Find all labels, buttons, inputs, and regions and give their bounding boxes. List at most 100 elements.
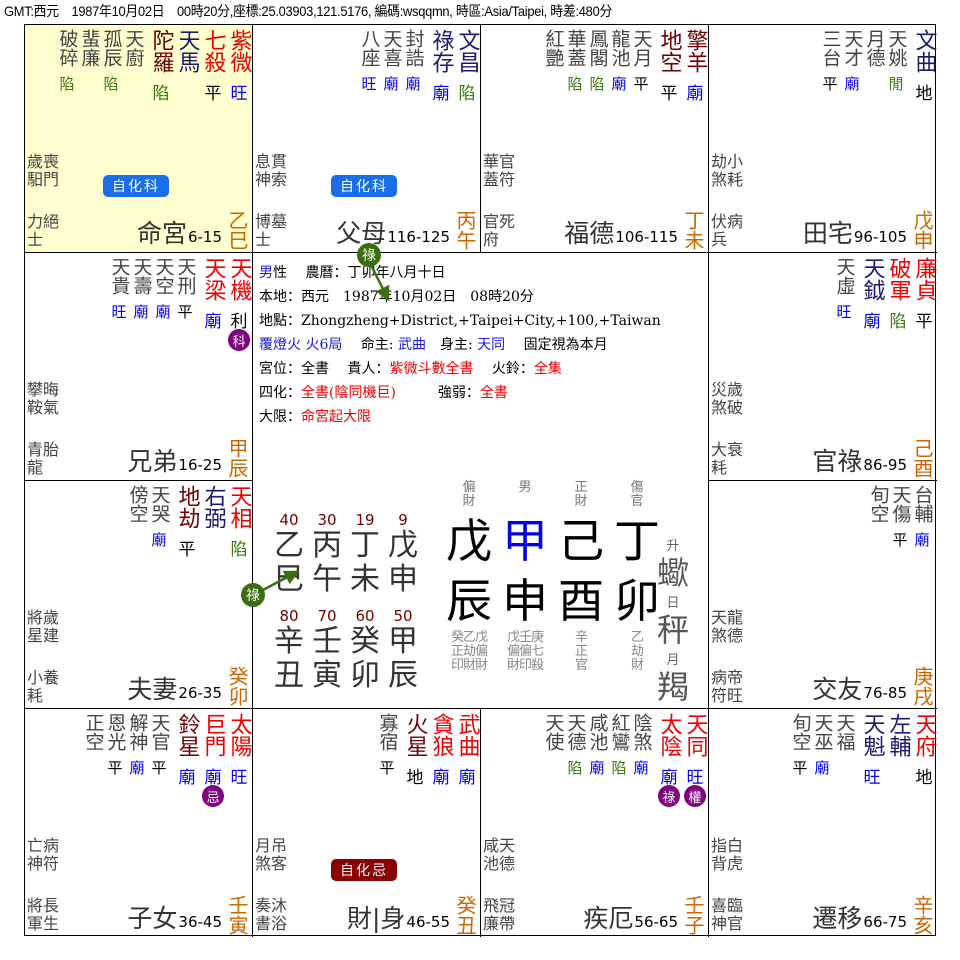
brightness-label: 廟 <box>178 768 196 788</box>
dayun-zhi: 寅 <box>312 658 342 693</box>
minor-star: 寡宿平 <box>376 713 399 783</box>
star-name: 月德 <box>863 29 886 67</box>
palace-name: 財|身 <box>346 904 406 933</box>
bazi-zhi: 卯 <box>614 574 660 628</box>
self-transform-badge[interactable]: 自化科 <box>331 175 397 197</box>
bazi-gan: 己 <box>558 514 604 568</box>
palace-range: 46-55 <box>406 913 450 931</box>
star-name: 解神 <box>126 713 149 751</box>
star-name: 天喜 <box>380 29 403 67</box>
star-list: 文曲地天姚閒月德天才廟三台平 <box>819 29 937 104</box>
palace-range: 86-95 <box>863 456 907 474</box>
aux-star: 地劫平 <box>174 485 200 560</box>
bazi-gan: 戊 <box>446 514 492 568</box>
star-list: 文昌陷祿存廟封誥廟天喜廟八座旺 <box>358 29 480 104</box>
star-name: 天同 <box>682 713 708 757</box>
minor-star: 正空 <box>82 713 105 807</box>
star-name: 天巫 <box>811 713 834 751</box>
aux-star: 天鉞廟 <box>859 257 885 332</box>
star-name: 陰煞 <box>630 713 653 751</box>
star-list: 武曲廟貪狼廟火星地寡宿平 <box>376 713 480 788</box>
star-list: 天相陷右弼地劫平天哭廟傍空 <box>126 485 252 560</box>
minor-star: 天空廟 <box>152 257 175 351</box>
star-list: 紫微旺七殺平天馬陀羅陷天廚孤辰陷蜚廉破碎陷 <box>56 29 252 104</box>
palace-name: 田宅 <box>802 219 853 248</box>
star-name: 恩光 <box>104 713 127 751</box>
hidden-stems: 戊壬庚偏偏七財印殺 <box>506 630 544 673</box>
center-info-panel: 男性 農曆：丁卯年八月十日本地：西元 1987年10月02日 08時20分地點：… <box>253 253 709 709</box>
major-star: 天機利科 <box>226 257 252 351</box>
brightness-label: 地 <box>915 84 933 104</box>
brightness-label: 旺 <box>230 84 248 104</box>
brightness-label: 平 <box>915 312 933 332</box>
boshi-changsheng: 飛冠廉帶 <box>483 896 516 933</box>
palace-name: 官祿 <box>812 447 863 476</box>
boshi-changsheng: 官死府 <box>483 212 516 249</box>
boshi-changsheng: 力絕士 <box>27 212 60 249</box>
star-name: 左輔 <box>885 713 911 757</box>
minor-star: 封誥廟 <box>402 29 425 99</box>
star-name: 八座 <box>358 29 381 67</box>
brightness-label: 利 <box>230 312 248 332</box>
star-name: 天空 <box>152 257 175 295</box>
self-transform-badge[interactable]: 自化科 <box>103 175 169 197</box>
minor-star: 恩光平 <box>104 713 127 807</box>
boshi-changsheng: 將長軍生 <box>27 896 60 933</box>
minor-star: 月德 <box>863 29 886 99</box>
dayun-age: 30 <box>317 511 337 529</box>
self-transform-badge[interactable]: 自化忌 <box>331 859 397 881</box>
gender-lunar-line: 男性 農曆：丁卯年八月十日 <box>259 265 446 281</box>
aux-star: 左輔 <box>885 713 911 783</box>
minor-star: 陰煞廟 <box>630 713 653 807</box>
minor-star: 華蓋陷 <box>564 29 587 99</box>
star-name: 天才 <box>841 29 864 67</box>
dayun-age: 80 <box>279 607 299 625</box>
star-name: 地劫 <box>174 485 200 529</box>
palace-range: 106-115 <box>615 228 678 246</box>
star-name: 天官 <box>148 713 171 751</box>
brightness-label: 陷 <box>567 759 583 777</box>
star-name: 華蓋 <box>564 29 587 67</box>
palace-range: 56-65 <box>634 913 678 931</box>
star-name: 地空 <box>656 29 682 73</box>
lu-transform-badge: 祿 <box>357 243 381 267</box>
brightness-label: 旺 <box>836 303 852 321</box>
palace-name: 命宮 <box>136 219 187 248</box>
star-name: 紫微 <box>226 29 252 73</box>
brightness-label: 廟 <box>458 768 476 788</box>
dayun-gan: 丁 <box>350 528 380 563</box>
star-name: 陀羅 <box>148 29 174 73</box>
star-name: 武曲 <box>454 713 480 757</box>
palace-range: 26-35 <box>178 684 222 702</box>
star-list: 廉貞平破軍陷天鉞廟天虛旺 <box>833 257 937 332</box>
star-name: 天姚 <box>885 29 908 67</box>
star-name: 天鉞 <box>859 257 885 301</box>
star-name: 天府 <box>911 713 937 757</box>
brightness-label: 廟 <box>633 759 649 777</box>
star-name: 祿存 <box>428 29 454 73</box>
star-name: 文曲 <box>911 29 937 73</box>
palace-ganzhi: 戊申 <box>910 210 934 250</box>
star-list: 天府地左輔天魁旺天福天巫廟旬空平 <box>789 713 937 788</box>
